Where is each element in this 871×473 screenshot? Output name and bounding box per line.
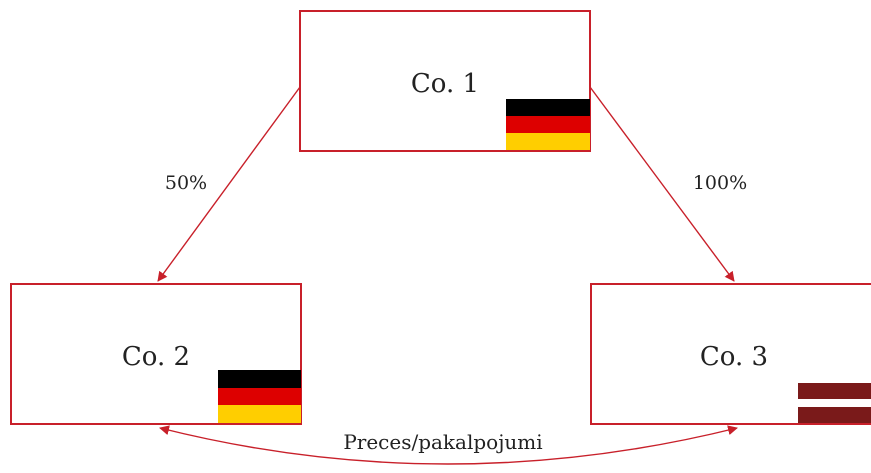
flag-stripe bbox=[506, 133, 590, 150]
node-co1: Co. 1 bbox=[299, 10, 591, 152]
node-co1-label: Co. 1 bbox=[411, 69, 479, 99]
flag-stripe bbox=[798, 383, 871, 399]
flag-stripe bbox=[798, 407, 871, 423]
flag-stripe bbox=[798, 399, 871, 407]
node-co2-label: Co. 2 bbox=[122, 342, 190, 372]
flag-stripe bbox=[218, 388, 301, 405]
flag-stripe bbox=[218, 405, 301, 423]
node-co3: Co. 3 bbox=[590, 283, 871, 425]
latvia-flag bbox=[798, 383, 871, 423]
edge-co2-co3 bbox=[159, 425, 738, 465]
germany-flag bbox=[218, 370, 301, 423]
edge-label-co1-co3: 100% bbox=[693, 172, 747, 194]
edge-co1-co3 bbox=[589, 86, 735, 282]
edge-label-co2-co3: Preces/pakalpojumi bbox=[343, 430, 542, 454]
flag-stripe bbox=[506, 116, 590, 133]
node-co3-label: Co. 3 bbox=[700, 342, 768, 372]
node-co2: Co. 2 bbox=[10, 283, 302, 425]
germany-flag bbox=[506, 99, 590, 150]
edge-co1-co2 bbox=[157, 86, 301, 282]
edge-label-co1-co2: 50% bbox=[165, 172, 207, 194]
flag-stripe bbox=[218, 370, 301, 388]
flag-stripe bbox=[506, 99, 590, 116]
